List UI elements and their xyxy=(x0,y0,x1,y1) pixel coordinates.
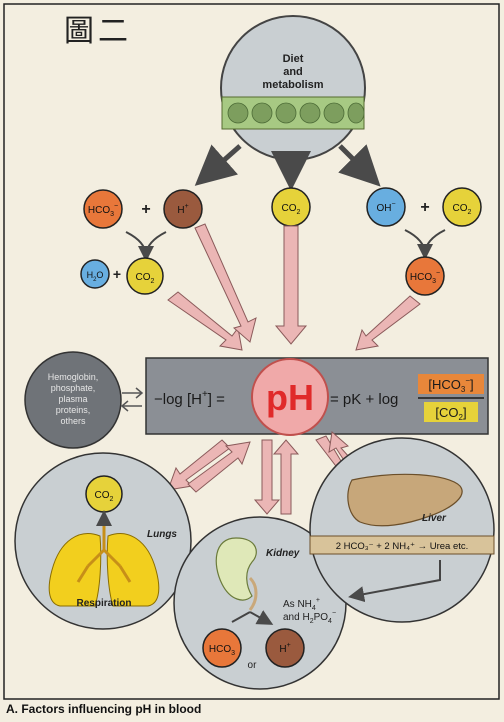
respiration-label: Respiration xyxy=(76,598,131,609)
left-chain: HCO3− + H+ H2O + CO2 xyxy=(81,190,202,294)
and-label: and xyxy=(283,66,303,78)
liver-label: Liver xyxy=(422,513,447,524)
inflow-arrows xyxy=(168,224,420,350)
diet-label: Diet xyxy=(283,53,304,65)
diet-metabolism-circle: Diet and metabolism xyxy=(221,16,365,160)
buffer-line-5: others xyxy=(60,416,86,426)
log-h-expression: −log [H+] = xyxy=(154,389,225,408)
liver-circle: Liver 2 HCO₃⁻ + 2 NH₄⁺ → Urea etc. xyxy=(310,438,494,622)
svg-text:HCO3−: HCO3− xyxy=(410,270,440,285)
kidney-label: Kidney xyxy=(266,548,300,559)
buffer-exchange-arrows xyxy=(122,388,142,411)
svg-text:HCO3−: HCO3− xyxy=(88,203,118,218)
pk-log-expression: = pK + log xyxy=(330,391,398,408)
ph-equation-bar: pH −log [H+] = = pK + log [HCO3−] [CO2] xyxy=(146,358,488,435)
buffer-line-4: proteins, xyxy=(56,405,91,415)
urea-reaction: 2 HCO₃⁻ + 2 NH₄⁺ → Urea etc. xyxy=(336,541,469,552)
metabolism-label: metabolism xyxy=(262,79,323,91)
buffer-line-1: Hemoglobin, xyxy=(48,372,99,382)
buffer-line-3: plasma xyxy=(58,394,87,404)
ph-label: pH xyxy=(266,377,314,418)
plus-sign-3: + xyxy=(420,199,429,216)
middle-chain: CO2 xyxy=(272,188,310,226)
right-chain: OH− + CO2 HCO3− xyxy=(367,188,481,295)
lungs-label: Lungs xyxy=(147,529,177,540)
plus-sign-2: + xyxy=(113,266,121,282)
buffer-line-2: phosphate, xyxy=(51,383,96,393)
plus-sign: + xyxy=(141,201,150,218)
lungs-circle: CO2 Lungs Respiration xyxy=(15,453,191,629)
buffers-circle: Hemoglobin, phosphate, plasma proteins, … xyxy=(25,352,121,448)
figure-caption: A. Factors influencing pH in blood xyxy=(6,702,201,716)
or-label: or xyxy=(248,660,258,671)
water-node xyxy=(81,260,109,288)
